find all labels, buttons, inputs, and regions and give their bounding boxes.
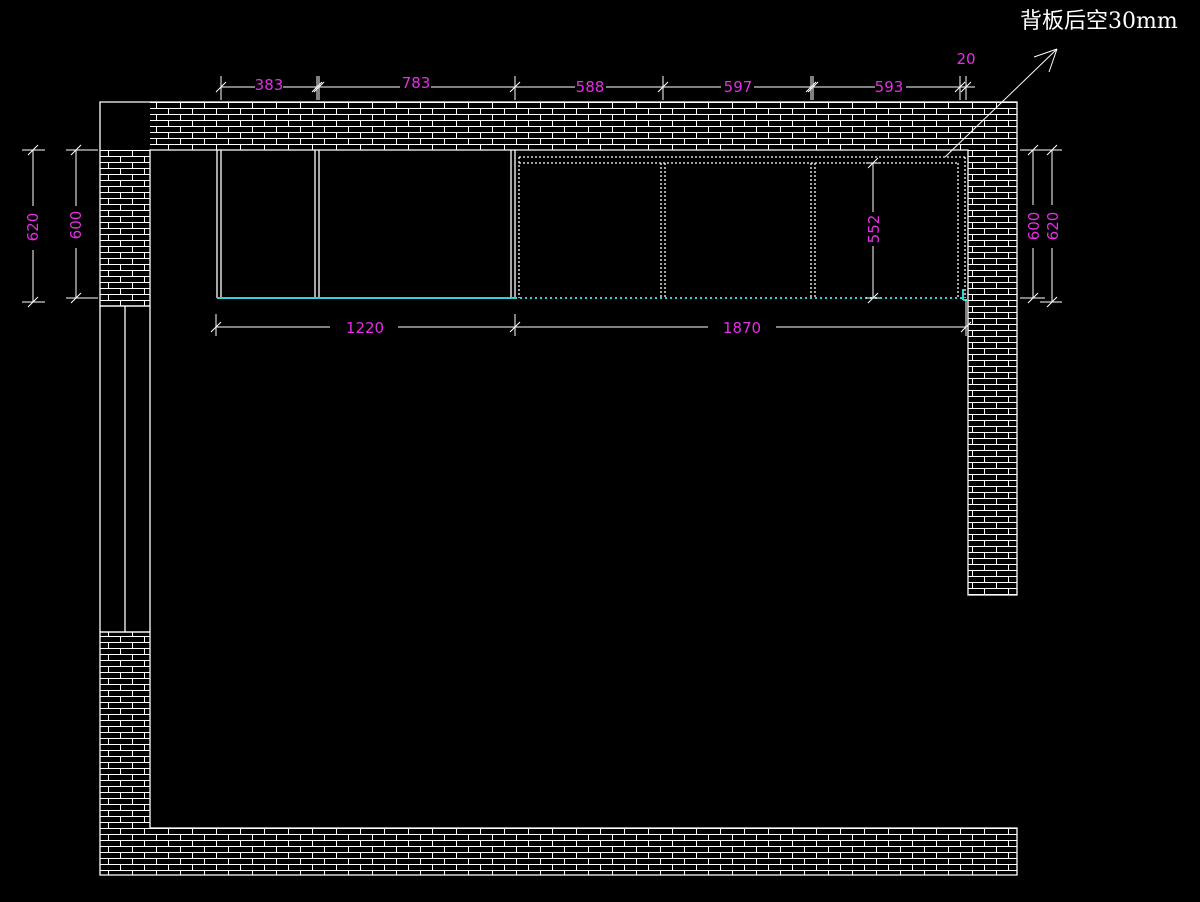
dim-run-1: 1220 <box>346 319 384 337</box>
note-text: 背板后空30mm <box>1020 9 1178 34</box>
dim-top-gap: 20 <box>956 50 975 68</box>
dim-top-4: 597 <box>724 78 753 96</box>
dim-right-inner: 600 <box>1025 212 1043 241</box>
top-wall <box>100 102 1017 150</box>
dim-left-outer: 620 <box>24 213 42 242</box>
cabinet-height-dimension: 552 <box>865 157 883 304</box>
left-wall-lower <box>100 632 150 828</box>
dim-top-3: 588 <box>576 78 605 96</box>
cabinets <box>216 150 968 301</box>
note-leader-arrow <box>944 48 1058 158</box>
dim-cabinet-height: 552 <box>865 215 883 244</box>
cabinet-solid-group <box>216 150 516 298</box>
bottom-wall <box>100 828 1017 875</box>
dim-run-2: 1870 <box>723 319 761 337</box>
dimensions: 383 783 588 597 593 20 1220 1870 552 <box>22 50 1062 337</box>
top-dimension-chain: 383 783 588 597 593 20 <box>215 50 976 100</box>
left-wall-upper <box>100 150 150 306</box>
backboard-note: 背板后空30mm <box>944 9 1178 158</box>
left-wall-opening <box>99 305 151 633</box>
cabinet-dashed-group <box>518 156 966 298</box>
bottom-dimension-chain: 1220 1870 <box>210 300 972 337</box>
dim-left-inner: 600 <box>67 211 85 240</box>
dim-right-outer: 620 <box>1044 212 1062 241</box>
right-wall <box>968 150 1017 595</box>
right-dimensions: 600 620 <box>1020 144 1062 308</box>
dim-top-2: 783 <box>402 74 431 92</box>
dim-top-1: 383 <box>255 76 284 94</box>
walls <box>99 101 1018 876</box>
left-dimensions: 620 600 <box>22 144 98 308</box>
dim-top-5: 593 <box>875 78 904 96</box>
